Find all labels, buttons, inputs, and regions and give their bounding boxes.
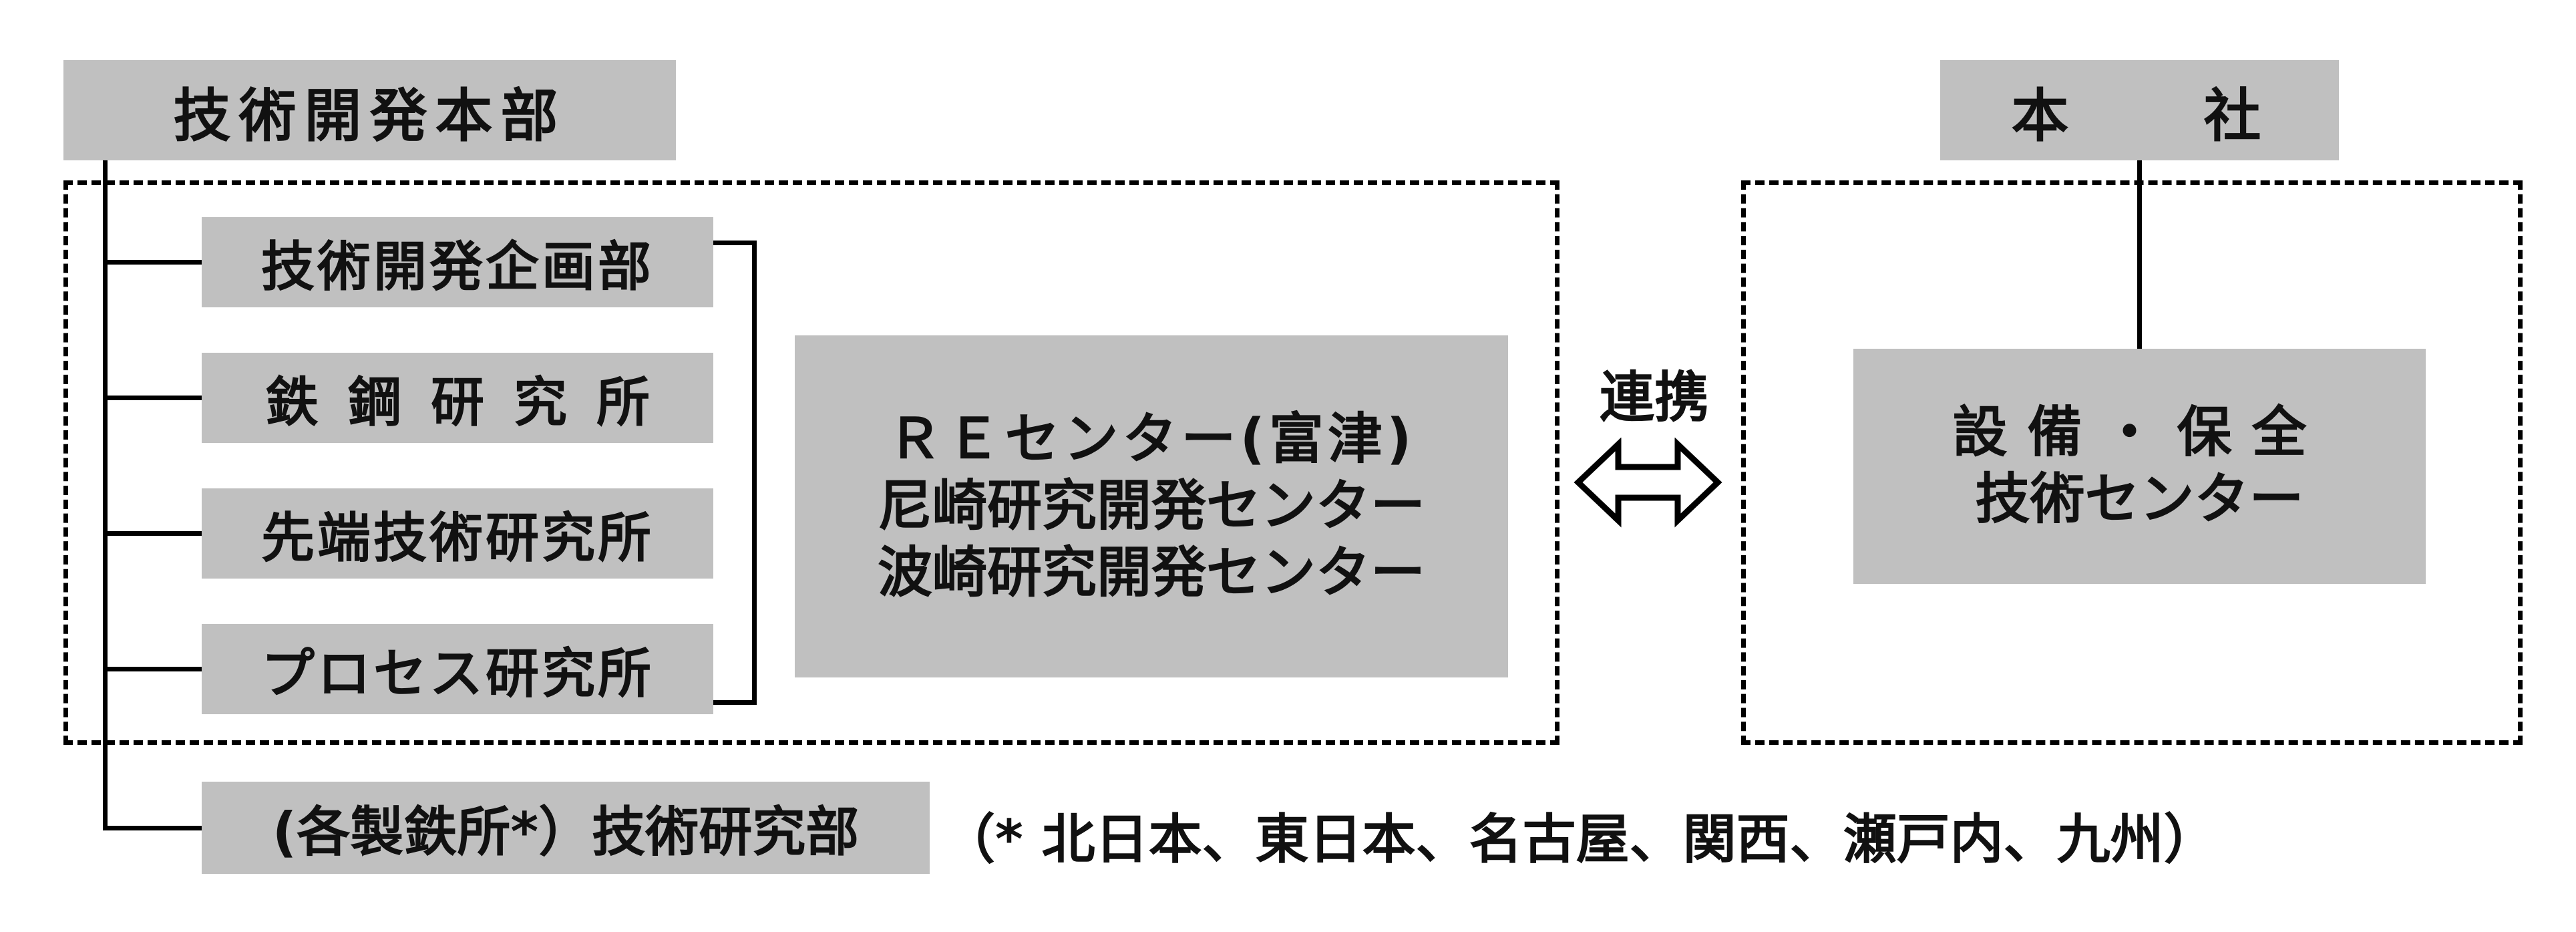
rd-trunk-line (103, 160, 108, 828)
link-label: 連携 (1600, 366, 1710, 430)
center-re: ＲＥセンター(富津) (887, 407, 1416, 471)
unit-steel-lab: 鉄鋼研究所 (202, 353, 713, 443)
double-arrow-icon (1574, 438, 1722, 528)
works-lab-note: （* 北日本、東日本、名古屋、関西、瀬戸内、九州） (942, 808, 2217, 871)
works-lab-box: (各製鉄所*）技術研究部 (202, 782, 930, 874)
facility-tech-center-line2: 技術センター (1975, 468, 2304, 531)
works-lab-label: (各製鉄所*）技術研究部 (272, 801, 860, 863)
unit-advanced-lab: 先端技術研究所 (202, 488, 713, 579)
bracket-bottom (713, 700, 757, 705)
bracket-top (713, 241, 757, 245)
rd-group-dashed-frame (63, 180, 1559, 745)
head-office-group-dashed-frame (1741, 180, 2523, 745)
connector-advanced-lab (103, 531, 202, 536)
unit-advanced-lab-label: 先端技術研究所 (261, 506, 654, 569)
rd-headquarters-title: 技術開発本部 (63, 60, 676, 160)
unit-process-lab: プロセス研究所 (202, 624, 713, 714)
centers-box: ＲＥセンター(富津) 尼崎研究開発センター 波崎研究開発センター (795, 335, 1508, 677)
center-hasaki: 波崎研究開発センター (877, 541, 1425, 605)
head-office-connector (2137, 160, 2142, 349)
bracket-vertical (752, 241, 757, 705)
connector-steel-lab (103, 396, 202, 400)
unit-process-lab-label: プロセス研究所 (261, 642, 654, 705)
center-amagasaki: 尼崎研究開発センター (877, 474, 1425, 538)
unit-steel-lab-label: 鉄鋼研究所 (265, 371, 679, 434)
connector-process-lab (103, 667, 202, 671)
head-office-title-text: 本 社 (2011, 82, 2268, 150)
unit-planning: 技術開発企画部 (202, 217, 713, 307)
head-office-title: 本 社 (1940, 60, 2339, 160)
unit-planning-label: 技術開発企画部 (261, 235, 654, 298)
facility-tech-center-line1: 設備・保全 (1952, 400, 2327, 464)
connector-works-lab (103, 826, 202, 830)
connector-planning (103, 260, 202, 265)
facility-tech-center-box: 設備・保全 技術センター (1853, 349, 2426, 584)
rd-headquarters-title-text: 技術開発本部 (173, 82, 566, 150)
